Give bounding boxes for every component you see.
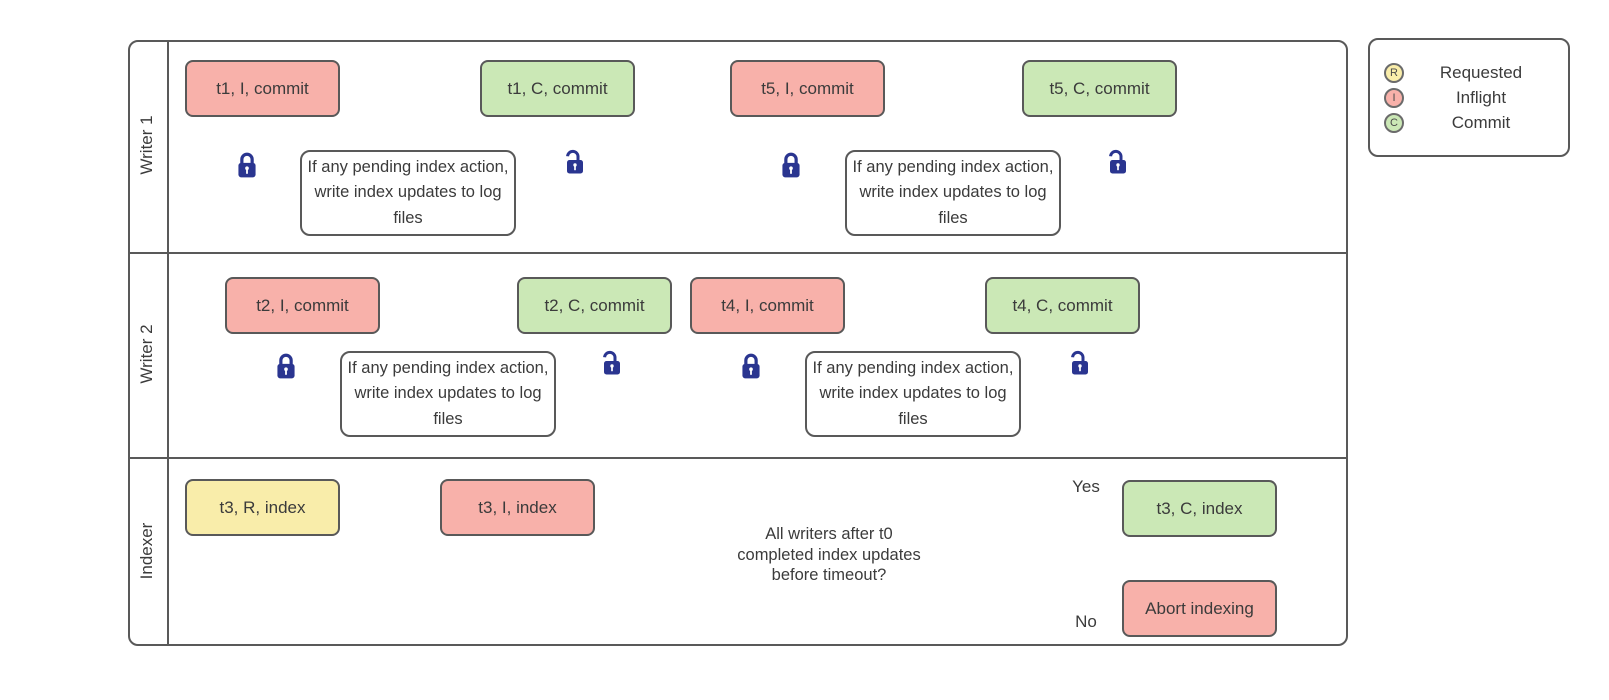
closed-lock-icon [778, 150, 804, 180]
legend-row-requested: R Requested [1384, 62, 1554, 83]
lane-label-writer1: Writer 1 [137, 115, 156, 175]
swimlane-frame [128, 40, 1348, 646]
node-t3-requested: t3, R, index [185, 479, 340, 536]
decision-diamond-text: All writers after t0 completed index upd… [714, 524, 944, 586]
closed-lock-icon [273, 351, 299, 381]
commit-badge-letter: C [1390, 116, 1398, 129]
closed-lock-icon [234, 150, 260, 180]
inflight-badge-icon: I [1384, 87, 1404, 108]
process-note-writer1-b: If any pending index action, write index… [845, 150, 1061, 236]
label-no: No [1075, 612, 1097, 631]
node-abort-indexing: Abort indexing [1122, 580, 1277, 637]
open-lock-icon [597, 348, 623, 378]
requested-badge-letter: R [1390, 66, 1398, 79]
node-t4-inflight: t4, I, commit [690, 277, 845, 334]
lane-label-indexer: Indexer [137, 522, 156, 580]
decision-line-2: completed index updates [737, 545, 921, 564]
legend-label-commit: Commit [1451, 112, 1511, 132]
node-t3-commit: t3, C, index [1122, 480, 1277, 537]
node-t1-inflight: t1, I, commit [185, 60, 340, 117]
legend-row-commit: C Commit [1384, 112, 1554, 133]
legend-label-requested: Requested [1439, 62, 1523, 82]
inflight-badge-letter: I [1392, 91, 1396, 104]
label-yes: Yes [1072, 477, 1100, 496]
node-t5-inflight: t5, I, commit [730, 60, 885, 117]
lane-label-column-divider [167, 40, 169, 646]
process-note-writer2-b: If any pending index action, write index… [805, 351, 1021, 437]
requested-badge-icon: R [1384, 62, 1404, 83]
node-t1-commit: t1, C, commit [480, 60, 635, 117]
lane-divider-1 [128, 252, 1348, 254]
open-lock-icon [1103, 147, 1129, 177]
lane-divider-2 [128, 457, 1348, 459]
decision-line-1: All writers after t0 [765, 525, 893, 543]
decision-line-3: before timeout? [771, 566, 887, 585]
node-t4-commit: t4, C, commit [985, 277, 1140, 334]
node-t2-commit: t2, C, commit [517, 277, 672, 334]
node-t2-inflight: t2, I, commit [225, 277, 380, 334]
node-t3-inflight: t3, I, index [440, 479, 595, 536]
process-note-writer2-a: If any pending index action, write index… [340, 351, 556, 437]
process-note-writer1-a: If any pending index action, write index… [300, 150, 516, 236]
legend-label-inflight: Inflight [1455, 87, 1507, 107]
node-t5-commit: t5, C, commit [1022, 60, 1177, 117]
legend-row-inflight: I Inflight [1384, 87, 1554, 108]
lane-label-writer2: Writer 2 [137, 324, 156, 384]
commit-badge-icon: C [1384, 112, 1404, 133]
legend: R Requested I Inflight C Commit [1368, 38, 1570, 157]
open-lock-icon [1065, 348, 1091, 378]
closed-lock-icon [738, 351, 764, 381]
open-lock-icon [560, 147, 586, 177]
